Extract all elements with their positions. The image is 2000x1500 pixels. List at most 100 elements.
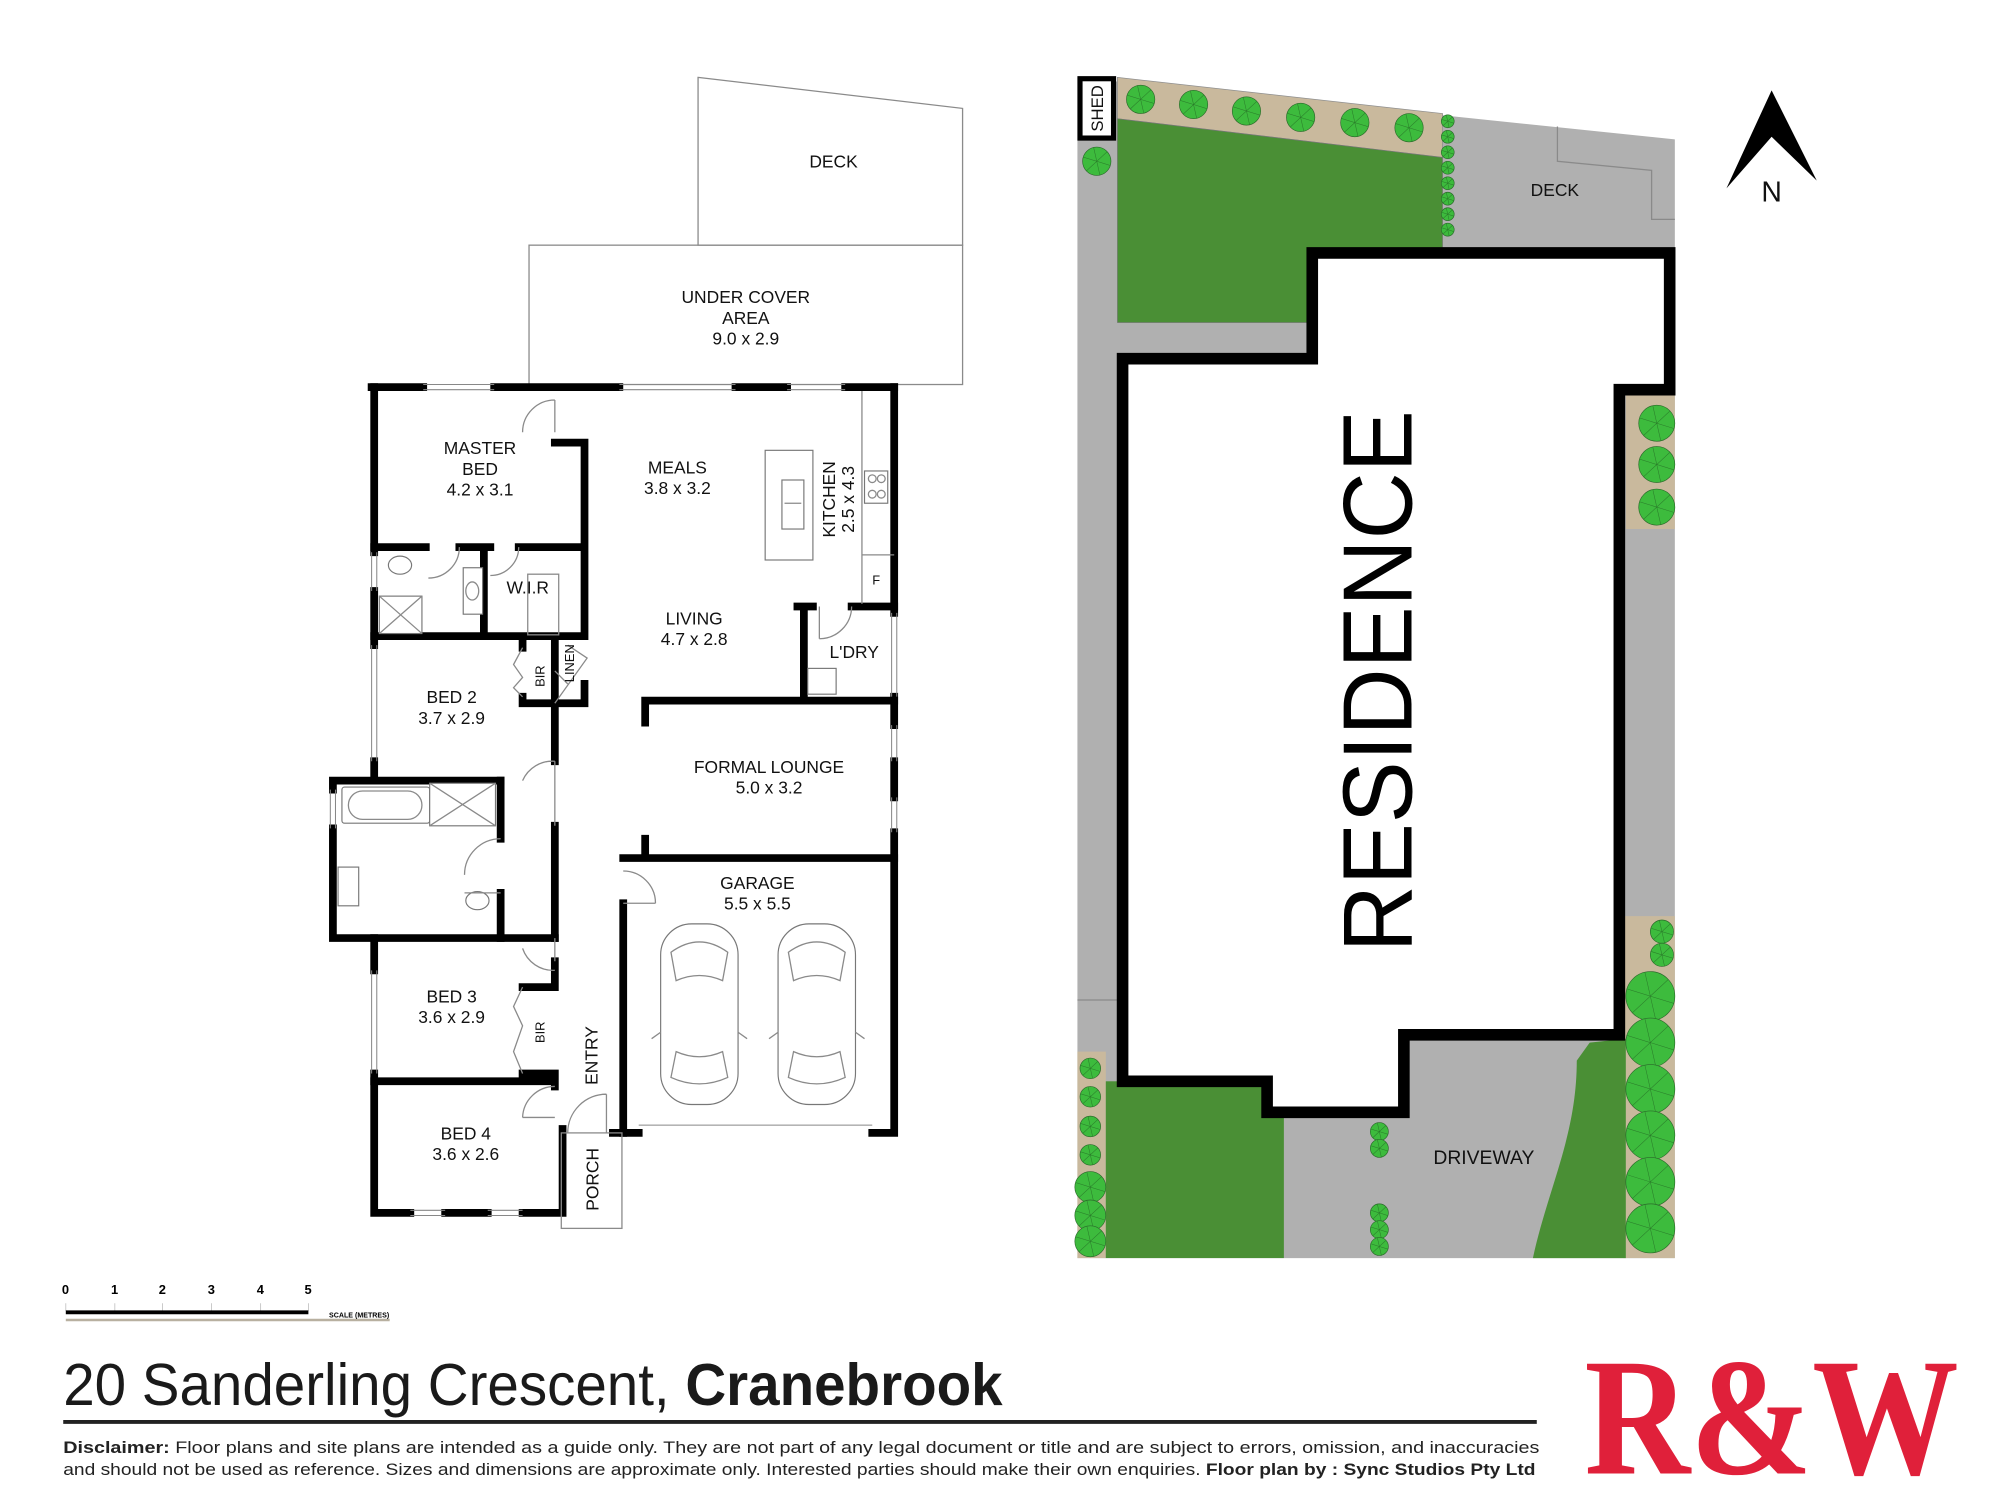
walls — [329, 383, 899, 1217]
tree-icon-branch — [1193, 94, 1205, 105]
scale-tick-label: 0 — [62, 1282, 69, 1297]
address-street: 20 Sanderling Crescent, — [63, 1351, 685, 1418]
toilet-icon — [465, 891, 490, 911]
tree-icon-branch — [1639, 458, 1657, 465]
tree-icon-branch — [1344, 122, 1356, 133]
tree-icon-branch — [1351, 108, 1356, 123]
tree-icon-branch — [1090, 1061, 1099, 1069]
tree-icon-branch — [1626, 988, 1651, 997]
porch-outline — [560, 1132, 623, 1230]
tree-icon-branch — [1643, 506, 1657, 520]
tree-icon-branch — [1377, 1237, 1380, 1247]
tree-icon-branch — [1232, 106, 1247, 112]
tree-icon-branch — [1650, 927, 1663, 932]
tree-icon-branch — [1372, 1246, 1380, 1253]
room-label-porch: PORCH — [583, 1148, 603, 1211]
tree-icon-branch — [1075, 1236, 1091, 1242]
scale-tick-label: 1 — [111, 1282, 118, 1297]
tree-icon-branch — [1441, 119, 1448, 122]
tree-icon-branch — [1650, 1042, 1674, 1051]
tree-icon-branch — [1190, 90, 1194, 105]
tree-icon-branch — [1447, 183, 1450, 190]
tree-icon-branch — [1441, 181, 1448, 184]
tree-icon-branch — [1656, 452, 1671, 465]
tree-icon-branch — [1442, 121, 1448, 126]
tree-icon-branch — [1441, 134, 1448, 138]
tree-icon-branch — [1080, 1065, 1091, 1069]
room-label-bir: BIR — [533, 665, 548, 687]
tree-icon-branch — [1447, 167, 1450, 175]
tree-icon-branch — [1447, 229, 1450, 237]
tree-icon-branch — [1446, 176, 1448, 184]
scale-tick-label: 4 — [257, 1282, 265, 1297]
tree-icon-branch — [1656, 423, 1662, 441]
tree-icon-branch — [1650, 951, 1663, 956]
north-label: N — [1761, 176, 1782, 208]
tree-icon-branch — [1287, 112, 1301, 118]
tree-icon-branch — [1441, 150, 1448, 153]
fridge-label: F — [872, 573, 880, 588]
tree-icon-branch — [1086, 1200, 1091, 1216]
tree-icon-branch — [1644, 1065, 1651, 1090]
tree-icon-branch — [1441, 196, 1448, 199]
room-label-under-cover: UNDER COVER — [681, 287, 810, 307]
room-label-kitchen: KITCHEN — [819, 461, 839, 537]
tree-icon-branch — [1447, 209, 1453, 215]
tree-icon-branch — [1442, 167, 1448, 173]
tree-icon-branch — [1379, 1212, 1382, 1222]
tree-icon-branch — [1650, 1211, 1669, 1229]
tree-icon-branch — [1379, 1131, 1382, 1141]
tree-icon-branch — [1300, 117, 1305, 132]
tree-icon-branch — [1370, 1209, 1380, 1214]
tree-icon-branch — [1447, 116, 1453, 122]
brand-logo: R&W — [1585, 1326, 1959, 1500]
tree-icon-branch — [1650, 1025, 1669, 1043]
tree-icon-branch — [1408, 117, 1420, 128]
tree-icon-branch — [1090, 1204, 1102, 1216]
tree-icon-branch — [1127, 94, 1141, 100]
tree-icon-branch — [1096, 161, 1111, 166]
tree-icon-branch — [1093, 147, 1098, 162]
tree-icon-branch — [1626, 1220, 1651, 1229]
tree-icon-branch — [1632, 1228, 1651, 1246]
tree-icon-branch — [1193, 104, 1197, 119]
shed — [1077, 76, 1117, 141]
tree-icon-branch — [1650, 996, 1657, 1021]
tree-icon-branch — [1372, 1212, 1380, 1220]
tree-icon-branch — [1379, 1246, 1389, 1250]
floor-plan-credit: Floor plan by : Sync Studios Pty Ltd — [1206, 1460, 1536, 1479]
tree-icon-branch — [1137, 85, 1141, 100]
tree-icon-branch — [1446, 223, 1448, 230]
tree-icon-branch — [1441, 165, 1448, 168]
tree-icon-branch — [1659, 920, 1663, 932]
tree-icon-branch — [1354, 122, 1359, 137]
tree-icon-branch — [1447, 213, 1454, 217]
room-label-bed3: BED 3 — [426, 987, 476, 1007]
tree-icon-branch — [1182, 104, 1194, 115]
basin-icon — [337, 866, 360, 907]
tree-icon-branch — [1377, 1139, 1380, 1149]
tree-icon-branch — [1082, 1096, 1091, 1104]
tree-icon-branch — [1379, 1229, 1382, 1239]
deck-outline — [1556, 126, 1675, 220]
tree-icon-branch — [1090, 1215, 1106, 1221]
scale-tick-label: 2 — [159, 1282, 166, 1297]
tree-icon-branch — [1626, 1035, 1651, 1043]
tree-icon-branch — [1650, 1088, 1657, 1113]
tree-icon-branch — [1379, 1223, 1387, 1230]
tree-icon-branch — [1354, 122, 1369, 128]
tree-icon-branch — [1090, 1068, 1101, 1072]
room-dims-under-cover: 9.0 x 2.9 — [712, 329, 779, 349]
tree-icon-branch — [1078, 1241, 1091, 1253]
tree-icon-branch — [1650, 1228, 1657, 1253]
tree-icon-branch — [1650, 979, 1669, 997]
tree-icon-branch — [1370, 1128, 1380, 1132]
tree-icon-branch — [1179, 100, 1194, 105]
tree-icon-branch — [1379, 1246, 1382, 1256]
tree-icon-branch — [1080, 1151, 1091, 1156]
tree-icon-branch — [1656, 464, 1675, 471]
lawn-front-right — [1532, 1038, 1626, 1259]
room-dims-kitchen: 2.5 x 4.3 — [838, 466, 858, 533]
lawn-front-left — [1105, 1081, 1284, 1259]
tree-icon-branch — [1650, 1072, 1669, 1090]
